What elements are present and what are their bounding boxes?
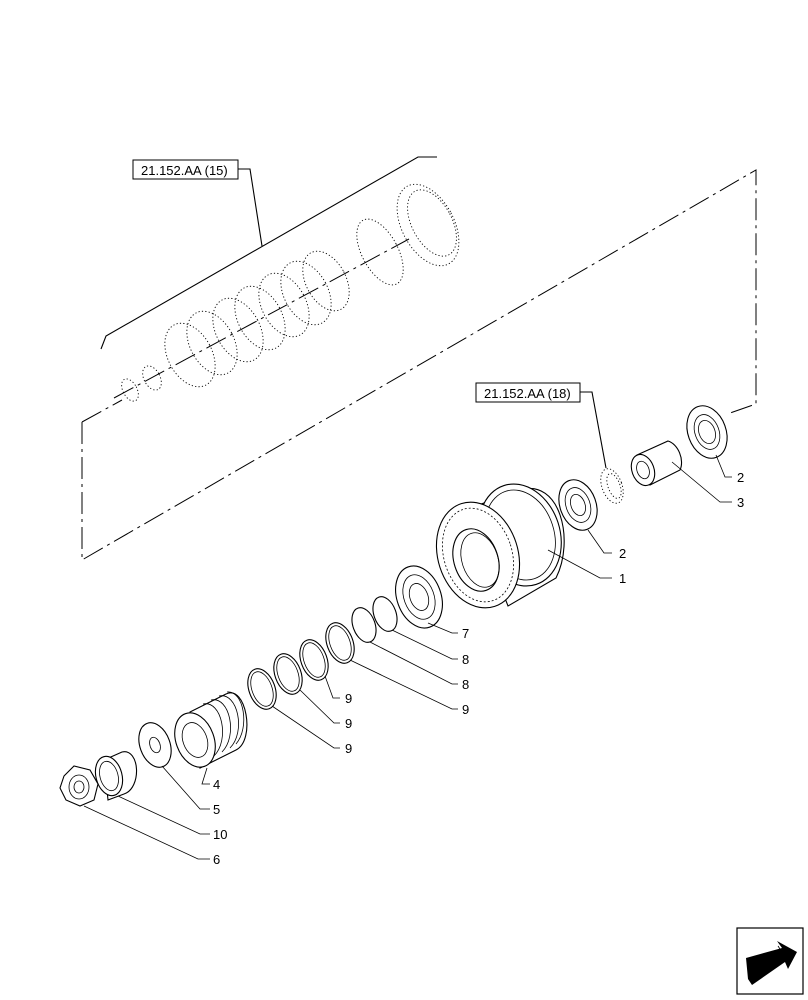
reference-text-clutch-pack: 21.152.AA (15) [141,163,228,178]
phantom-ring [600,468,624,504]
callout-7: 7 [462,626,469,641]
callout-9-b: 9 [345,691,352,706]
shims [247,622,355,710]
bearing-front [395,565,443,629]
callout-4: 4 [213,777,220,792]
washer [138,722,172,768]
callout-6: 6 [213,852,220,867]
phantom-clutch-pack [100,156,460,402]
bushing [94,751,138,801]
spring [174,691,248,769]
callout-8-b: 8 [462,677,469,692]
leader-lines [83,454,732,860]
gear [435,483,565,609]
callout-8-a: 8 [462,652,469,667]
callout-9-d: 9 [345,741,352,756]
assembly-boundary [81,169,757,561]
callout-10: 10 [213,827,227,842]
callout-2-middle: 2 [619,546,626,561]
callout-5: 5 [213,802,220,817]
nut [59,765,99,807]
reference-label-clutch-pack[interactable]: 21.152.AA (15) [132,159,239,180]
callout-3: 3 [737,495,744,510]
bearing-middle [558,479,598,531]
sleeve [630,440,683,487]
callout-2-right: 2 [737,470,744,485]
bearing-right [686,405,728,459]
snap-rings [351,596,398,643]
callout-9-a: 9 [462,702,469,717]
reference-label-ring[interactable]: 21.152.AA (18) [475,382,581,403]
reference-text-ring: 21.152.AA (18) [484,386,571,401]
callout-9-c: 9 [345,716,352,731]
arrow-nav-icon[interactable] [736,927,804,995]
callout-1: 1 [619,571,626,586]
